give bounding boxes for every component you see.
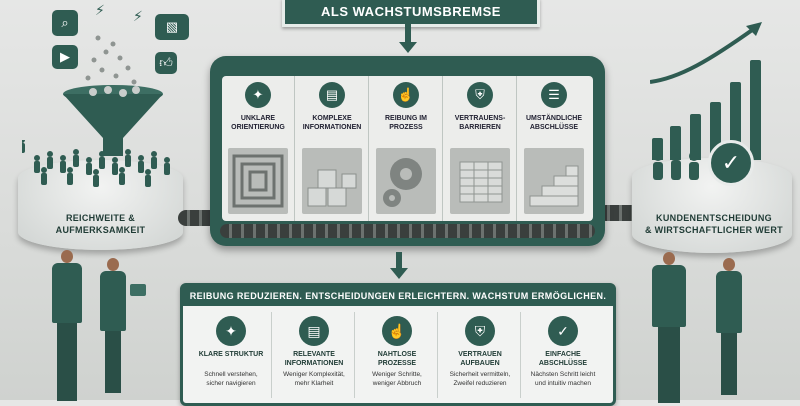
shield-icon: ⛨ <box>465 316 495 346</box>
business-person <box>52 250 82 401</box>
gears-scene <box>376 148 436 214</box>
image-card-icon: ▧ <box>155 14 189 40</box>
growth-chart-icon <box>650 22 770 160</box>
compass-icon: ✦ <box>245 82 271 108</box>
tablet-icon <box>130 284 146 296</box>
right-platform-label: KUNDENENTSCHEIDUNG & WIRTSCHAFTLICHER WE… <box>645 213 783 235</box>
compass-icon: ✦ <box>216 316 246 346</box>
audience-crowd <box>22 140 170 187</box>
solution-arrow-stem <box>396 252 402 268</box>
maze-scene <box>228 148 288 214</box>
solution-card-structure: ✦ KLARE STRUKTUR Schnell verstehen,siche… <box>191 312 272 398</box>
conveyor-right <box>598 205 642 221</box>
checklist-icon: ☰ <box>541 82 567 108</box>
bolt-icon: ⚡︎ <box>95 2 105 18</box>
check-icon: ✓ <box>548 316 578 346</box>
pointer-hand-icon: ☝ <box>393 82 419 108</box>
thumbs-up-icon: 👍︎ <box>155 52 177 74</box>
banner-title: ALS WACHSTUMSBREMSE <box>321 3 501 19</box>
banner-arrow-icon <box>399 42 417 53</box>
check-circle-icon: ✓ <box>708 140 754 186</box>
business-person <box>716 258 742 395</box>
boxes-scene <box>302 148 362 214</box>
wall-scene <box>450 148 510 214</box>
bolt-icon: ⚡︎ <box>133 8 143 24</box>
machine-conveyor <box>220 224 595 238</box>
solutions-panel: REIBUNG REDUZIEREN. ENTSCHEIDUNGEN ERLEI… <box>180 283 616 406</box>
solution-arrow-icon <box>390 268 408 279</box>
document-icon: ▤ <box>299 316 329 346</box>
document-icon: ▤ <box>319 82 345 108</box>
attention-funnel <box>63 35 163 156</box>
banner-arrow-stem <box>405 24 411 42</box>
conveyor-left <box>178 210 218 226</box>
business-person <box>652 252 686 403</box>
search-icon: ⌕ <box>52 10 78 36</box>
left-platform-label: REICHWEITE & AUFMERKSAMKEIT <box>55 213 146 235</box>
pointer-hand-icon: ☝ <box>382 316 412 346</box>
stairs-scene <box>524 148 584 214</box>
play-icon: ▶ <box>52 45 78 69</box>
stage-trust: ⛨ VERTRAUENS-BARRIEREN <box>444 76 517 221</box>
customer-group <box>653 149 699 180</box>
business-person <box>100 258 126 393</box>
top-banner: ALS WACHSTUMSBREMSE <box>282 0 540 27</box>
solutions-title: REIBUNG REDUZIEREN. ENTSCHEIDUNGEN ERLEI… <box>183 286 613 306</box>
shield-icon: ⛨ <box>467 82 493 108</box>
